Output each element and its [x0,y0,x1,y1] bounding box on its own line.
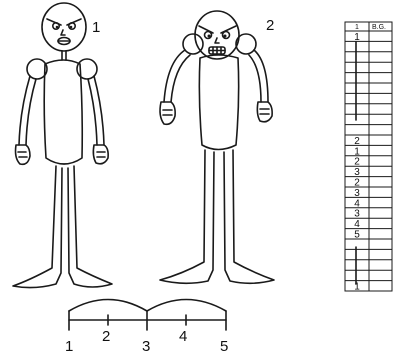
exposure-sheet-row-1: 1 [354,32,360,43]
exposure-sheet-row-17: 4 [354,198,360,209]
figure-2-character [160,11,274,283]
timing-mark-2: 2 [102,328,110,345]
timing-mark-1: 1 [65,338,73,354]
timing-mark-4: 4 [179,328,187,345]
exposure-sheet-row-14: 3 [354,167,360,178]
timing-mark-3: 3 [142,338,150,354]
exposure-sheet-row-15: 2 [354,178,360,189]
exposure-sheet-row-12: 1 [354,146,360,157]
figure-1-character [13,3,112,288]
exposure-sheet-bg-header: B.G. [372,24,386,31]
figure-1-label: 1 [92,19,100,36]
exposure-sheet-frame-header: 1 [355,24,359,31]
exposure-sheet-row-11: 2 [354,136,360,147]
exposure-sheet-row-20: 5 [354,230,360,241]
exposure-sheet-row-13: 2 [354,157,360,168]
timing-mark-5: 5 [220,338,228,354]
figure-2-label: 2 [266,17,274,34]
exposure-sheet-row-18: 3 [354,209,360,220]
exposure-sheet-row-16: 3 [354,188,360,199]
timing-chart [69,300,226,331]
exposure-sheet-row-19: 4 [354,219,360,230]
exposure-sheet-row-25: 1 [354,282,360,293]
